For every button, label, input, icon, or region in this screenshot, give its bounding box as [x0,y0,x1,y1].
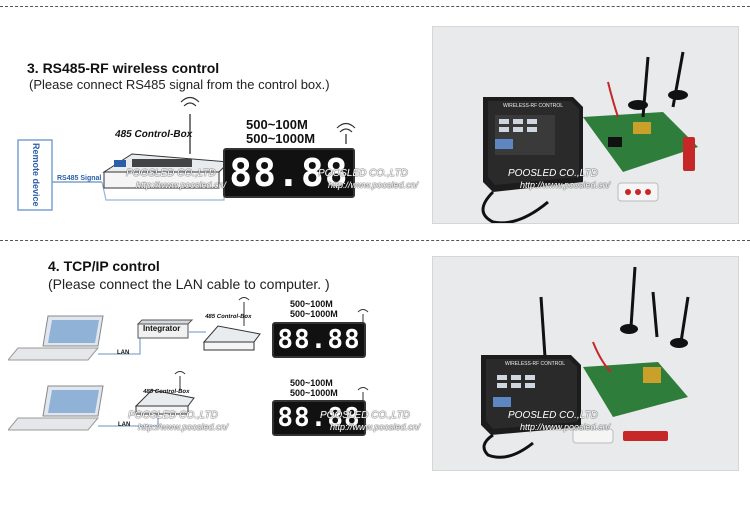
section4-led-display-2: 88.88 [272,400,366,436]
watermark-company: POOSLED CO.,LTD [126,168,216,179]
display-wifi-icon [336,122,356,133]
section4-led-display-1: 88.88 [272,322,366,358]
control-box-body [103,171,220,189]
control-box-label-2: 485 Control-Box [142,389,190,395]
control-box-label: 485 Control-Box [114,129,194,140]
top-divider [0,6,750,7]
section4-freq1-b: 500~100M [290,378,333,388]
watermark-company: POOSLED CO.,LTD [128,410,218,421]
watermark-url: http://www.poosled.cn/ [328,180,419,190]
section4-led-digits-1: 88.88 [277,325,361,355]
watermark-company: POOSLED CO.,LTD [320,410,410,421]
laptop-icon-1 [8,315,104,361]
section3-freq2: 500~1000M [246,131,316,146]
section4-diagram [8,297,369,431]
section3-led-digits: 88.88 [229,151,349,195]
section4-freq1-a: 500~100M [290,299,333,309]
watermark-url: http://www.poosled.cn/ [520,422,611,432]
section4-subtitle: (Please connect the LAN cable to compute… [48,276,330,292]
laptop-icon-2 [8,385,104,431]
watermark-url: http://www.poosled.cn/ [138,422,229,432]
section3-subtitle: (Please connect RS485 signal from the co… [29,77,330,92]
middle-divider [0,240,750,241]
integrator-label: Integrator [143,324,181,333]
section3-led-display: 88.88 [223,148,355,198]
section4-led-digits-2: 88.88 [277,403,361,433]
watermark-company: POOSLED CO.,LTD [508,168,598,179]
watermark-company: POOSLED CO.,LTD [318,168,408,179]
watermark-url: http://www.poosled.cn/ [136,180,227,190]
control-box-label-1: 485 Control-Box [204,314,252,320]
section4-freq2-a: 500~1000M [290,309,338,319]
section4-device-label: WIRELESS-RF CONTROL [505,361,566,367]
wifi-signal-icon [180,96,200,107]
section3-product-photo: WIRELESS-RF CONTROL [432,26,739,224]
section3-diagram [17,96,356,211]
section4-freq2-b: 500~1000M [290,388,338,398]
remote-device-box [17,139,53,211]
watermark-url: http://www.poosled.cn/ [520,180,611,190]
section3-title: 3. RS485-RF wireless control [27,60,220,76]
section4-product-photo: WIRELESS-RF CONTROL [432,256,739,471]
watermark-url: http://www.poosled.cn/ [330,422,421,432]
section3-device-label: WIRELESS-RF CONTROL [503,103,564,109]
lan-label-2: LAN [118,422,131,428]
section4-title: 4. TCP/IP control [48,258,160,274]
section3-freq1: 500~100M [246,117,308,132]
remote-device-label: Remote device [31,143,41,207]
lan-label-1: LAN [117,350,130,356]
rs485-signal-label: RS485 Signal [57,175,102,182]
watermark-company: POOSLED CO.,LTD [508,410,598,421]
